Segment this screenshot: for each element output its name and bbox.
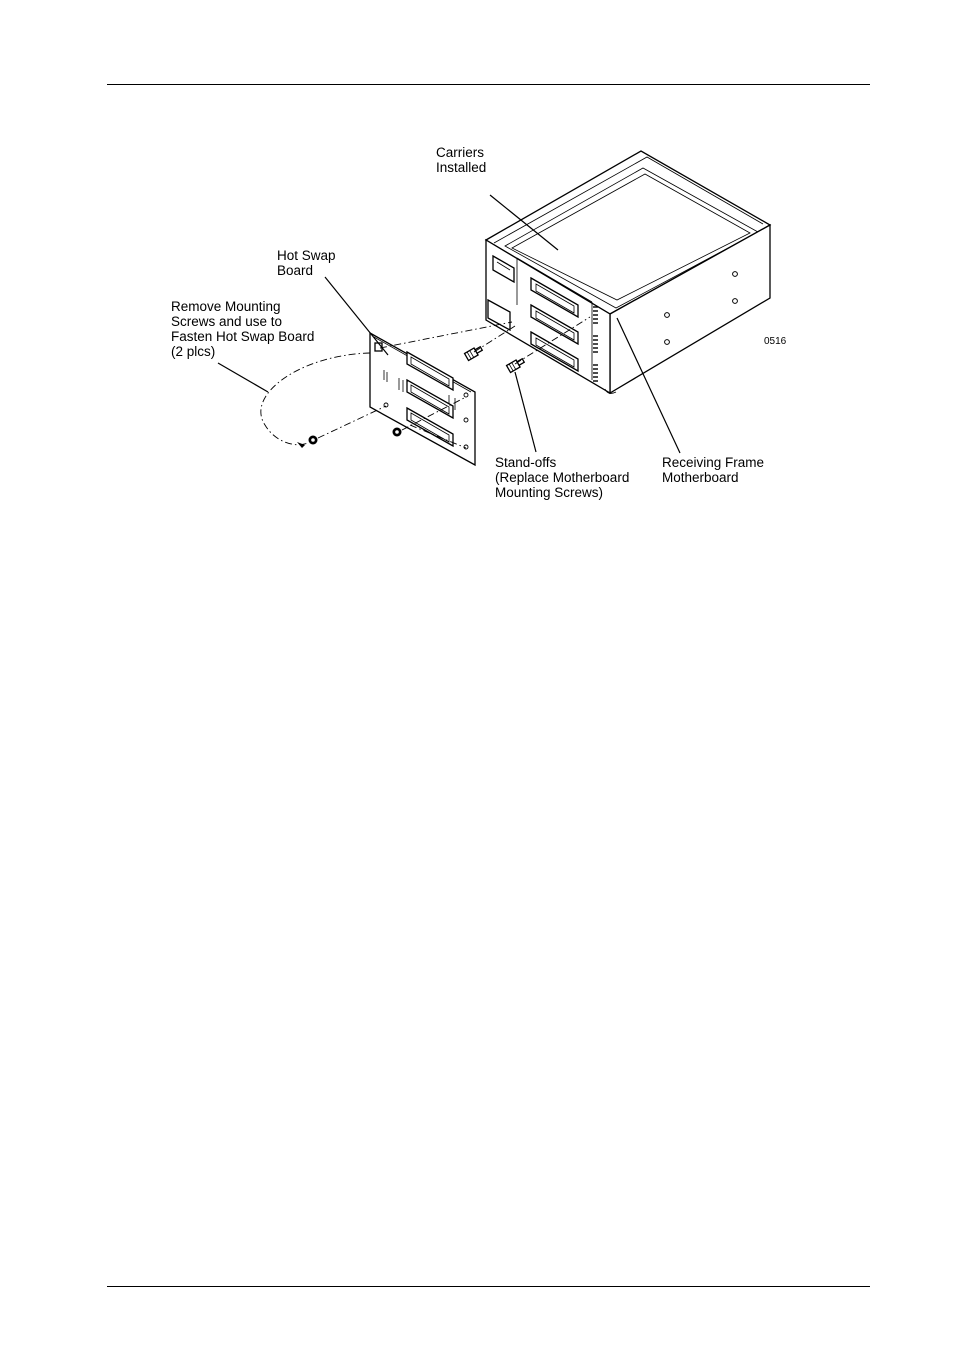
- label-carriers-installed: Carriers Installed: [436, 145, 486, 175]
- svg-text:Installed: Installed: [436, 160, 486, 175]
- figure-number: 0516: [764, 336, 787, 347]
- svg-text:(2 plcs): (2 plcs): [171, 344, 215, 359]
- svg-text:Remove Mounting: Remove Mounting: [171, 299, 281, 314]
- svg-text:Receiving Frame: Receiving Frame: [662, 455, 764, 470]
- svg-text:(Replace Motherboard: (Replace Motherboard: [495, 470, 629, 485]
- label-remove-mounting-screws: Remove Mounting Screws and use to Fasten…: [171, 299, 314, 359]
- receiving-frame: [486, 151, 770, 393]
- label-stand-offs: Stand-offs (Replace Motherboard Mounting…: [495, 455, 629, 500]
- label-hot-swap-board: Hot Swap Board: [277, 248, 336, 278]
- svg-text:Screws and use to: Screws and use to: [171, 314, 282, 329]
- svg-text:Fasten Hot Swap Board: Fasten Hot Swap Board: [171, 329, 314, 344]
- svg-text:Board: Board: [277, 263, 313, 278]
- svg-text:Carriers: Carriers: [436, 145, 484, 160]
- svg-text:Mounting Screws): Mounting Screws): [495, 485, 603, 500]
- svg-text:Motherboard: Motherboard: [662, 470, 739, 485]
- svg-text:Stand-offs: Stand-offs: [495, 455, 557, 470]
- standoffs: [465, 345, 526, 372]
- svg-text:Hot Swap: Hot Swap: [277, 248, 336, 263]
- label-receiving-frame-motherboard: Receiving Frame Motherboard: [662, 455, 764, 485]
